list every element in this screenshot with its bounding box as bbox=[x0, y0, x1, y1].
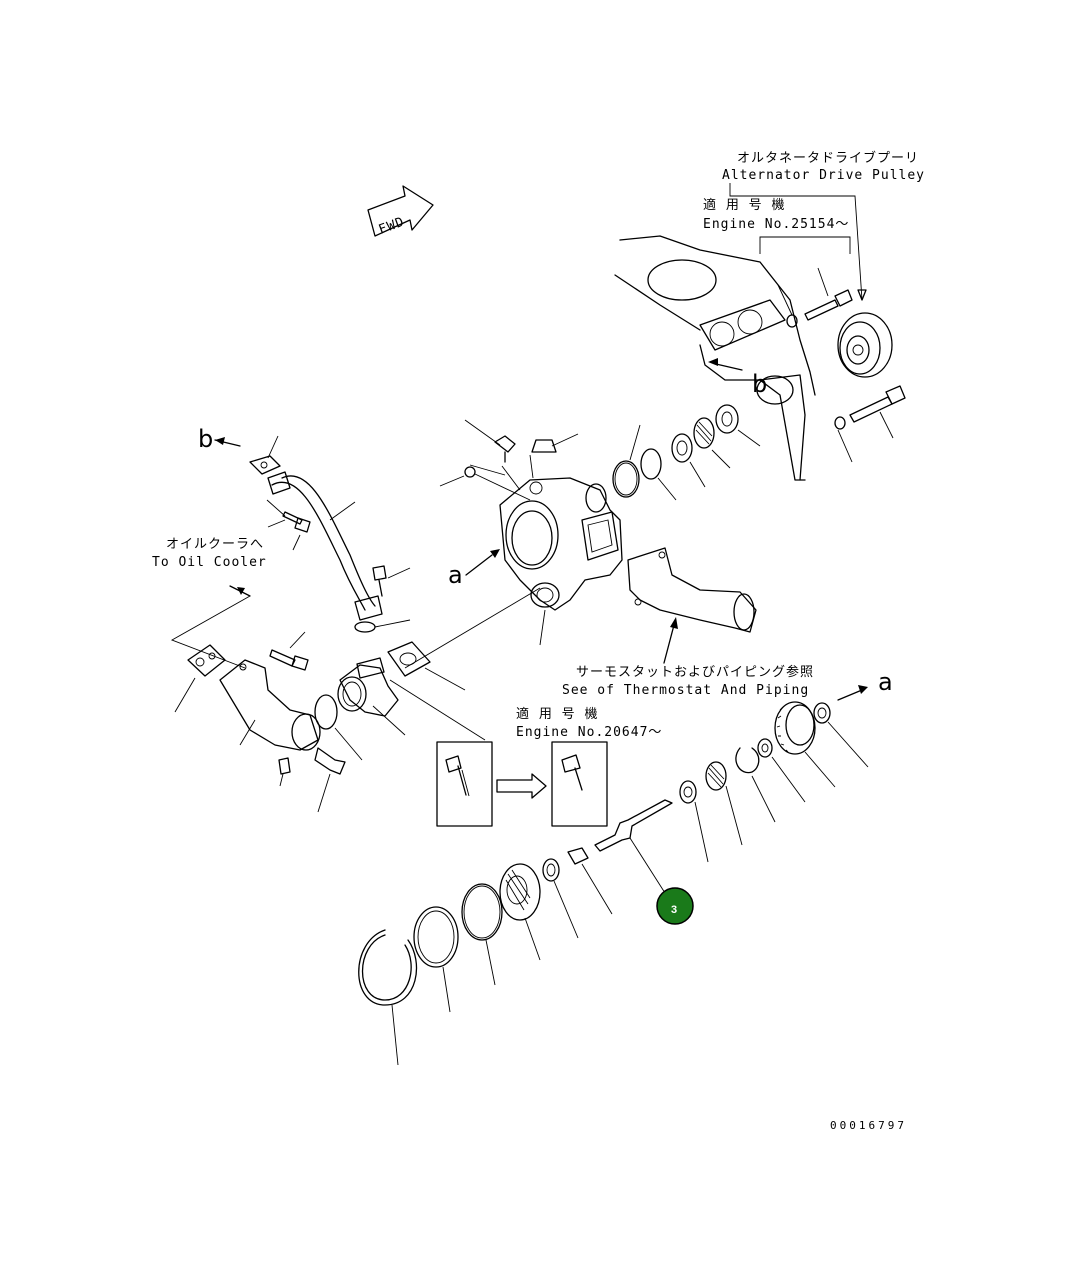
fwd-label: FWD bbox=[377, 215, 407, 238]
engine-no-label-jp-2: 適 用 号 機 bbox=[516, 706, 598, 722]
alternator-pulley-label-en: Alternator Drive Pulley bbox=[722, 168, 925, 183]
pulley-leader bbox=[729, 183, 863, 301]
thermostat-label-jp: サーモスタットおよびパイピング参照 bbox=[576, 664, 814, 680]
upper-bolt bbox=[777, 267, 853, 328]
change-arrow bbox=[496, 773, 547, 799]
callout-badge[interactable]: 3 bbox=[656, 887, 694, 925]
engine-no-label-en-1: Engine No.25154～ bbox=[703, 217, 849, 232]
pump-shaft bbox=[594, 799, 673, 894]
sensor-parts bbox=[439, 419, 579, 501]
engine-no-label-en-2: Engine No.20647～ bbox=[516, 725, 662, 740]
tee-fitting bbox=[337, 657, 486, 741]
o-ring-lower bbox=[461, 883, 503, 986]
circlip bbox=[358, 929, 418, 1066]
engine-no-label-jp-1: 適 用 号 機 bbox=[703, 197, 785, 213]
oil-pipe bbox=[267, 471, 383, 621]
new-bolt bbox=[561, 754, 583, 791]
thermostat-elbow bbox=[627, 547, 757, 633]
ref-b-top: b bbox=[198, 425, 213, 453]
ref-b-right: b bbox=[752, 370, 767, 398]
oil-cooler-leader bbox=[170, 595, 251, 669]
engine-block: b bbox=[614, 235, 816, 481]
lower-bearing bbox=[705, 761, 743, 846]
new-bolt-box bbox=[551, 741, 608, 827]
pipe-bolts bbox=[266, 499, 411, 633]
o-ring-left bbox=[314, 694, 338, 730]
pump-housing bbox=[499, 477, 623, 646]
left-gasket bbox=[174, 644, 226, 713]
old-bolt-box bbox=[436, 741, 493, 827]
thermostat-label-en: See of Thermostat And Piping bbox=[562, 683, 809, 698]
seal-part bbox=[542, 847, 613, 939]
impeller bbox=[499, 863, 541, 961]
housing-link-line bbox=[404, 587, 541, 669]
callout-label: 3 bbox=[671, 904, 677, 916]
oil-cooler-label-en: To Oil Cooler bbox=[152, 555, 267, 570]
gear bbox=[774, 701, 836, 788]
alternator-drive-pulley bbox=[837, 312, 893, 378]
seal-ring bbox=[413, 906, 459, 1013]
b-gasket bbox=[249, 435, 281, 475]
ref-a-right: a bbox=[878, 668, 893, 696]
drawing-number: 00016797 bbox=[830, 1119, 907, 1132]
gear-nut bbox=[813, 702, 869, 768]
oil-cooler-label-jp: オイルクーラへ bbox=[166, 537, 264, 552]
ref-a-left: a bbox=[448, 561, 463, 589]
small-bolts-left bbox=[269, 631, 346, 813]
snap-ring bbox=[735, 747, 776, 823]
upper-bearing-stack bbox=[612, 404, 761, 501]
fwd-arrow: FWD bbox=[367, 185, 434, 238]
engine-range-bracket-1 bbox=[759, 236, 851, 254]
washer-lower bbox=[757, 738, 806, 803]
alternator-pulley-label-jp: オルタネータドライブプーリ bbox=[737, 150, 919, 166]
old-bolt bbox=[445, 755, 470, 797]
lower-bearing-2 bbox=[679, 780, 709, 863]
tee-gasket bbox=[387, 641, 466, 691]
lower-bolt bbox=[834, 385, 906, 463]
left-elbow bbox=[219, 659, 321, 751]
